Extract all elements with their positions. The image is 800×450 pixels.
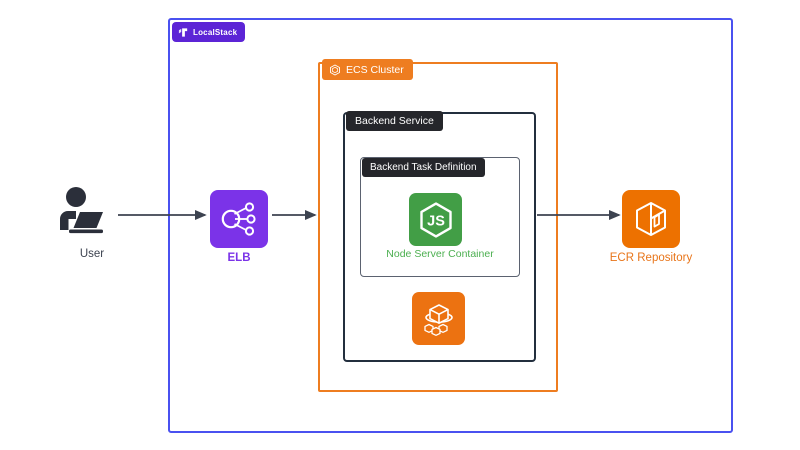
ecs-task-cube-icon — [421, 301, 457, 337]
ecr-cube-icon — [632, 200, 670, 238]
elb-node[interactable] — [210, 190, 268, 248]
svg-text:JS: JS — [427, 213, 445, 229]
ecs-cluster-badge: ECS Cluster — [322, 59, 413, 80]
backend-task-definition-label: Backend Task Definition — [370, 162, 477, 173]
backend-service-badge: Backend Service — [346, 111, 443, 131]
ecs-cluster-label: ECS Cluster — [346, 63, 404, 76]
user-node[interactable] — [55, 186, 113, 238]
backend-task-definition-badge: Backend Task Definition — [362, 158, 485, 177]
localstack-badge: LocalStack — [172, 22, 246, 42]
ecs-cluster-container — [318, 62, 558, 392]
ecs-task-node[interactable] — [412, 292, 465, 345]
node-server-container-node[interactable]: JS — [409, 193, 462, 246]
ecs-cluster-hexagon-icon — [329, 63, 341, 76]
backend-service-label: Backend Service — [355, 115, 434, 127]
load-balancer-icon — [220, 202, 258, 236]
elb-caption: ELB — [227, 252, 251, 264]
node-server-container-caption: Node Server Container — [386, 248, 494, 260]
localstack-logo-icon — [178, 27, 189, 38]
localstack-container — [168, 18, 733, 433]
user-at-laptop-icon — [60, 187, 103, 234]
ecr-repository-caption: ECR Repository — [609, 252, 693, 264]
user-caption: User — [79, 248, 105, 260]
ecr-repository-node[interactable] — [622, 190, 680, 248]
localstack-label: LocalStack — [193, 27, 238, 37]
nodejs-js-hexagon-icon: JS — [419, 201, 453, 238]
